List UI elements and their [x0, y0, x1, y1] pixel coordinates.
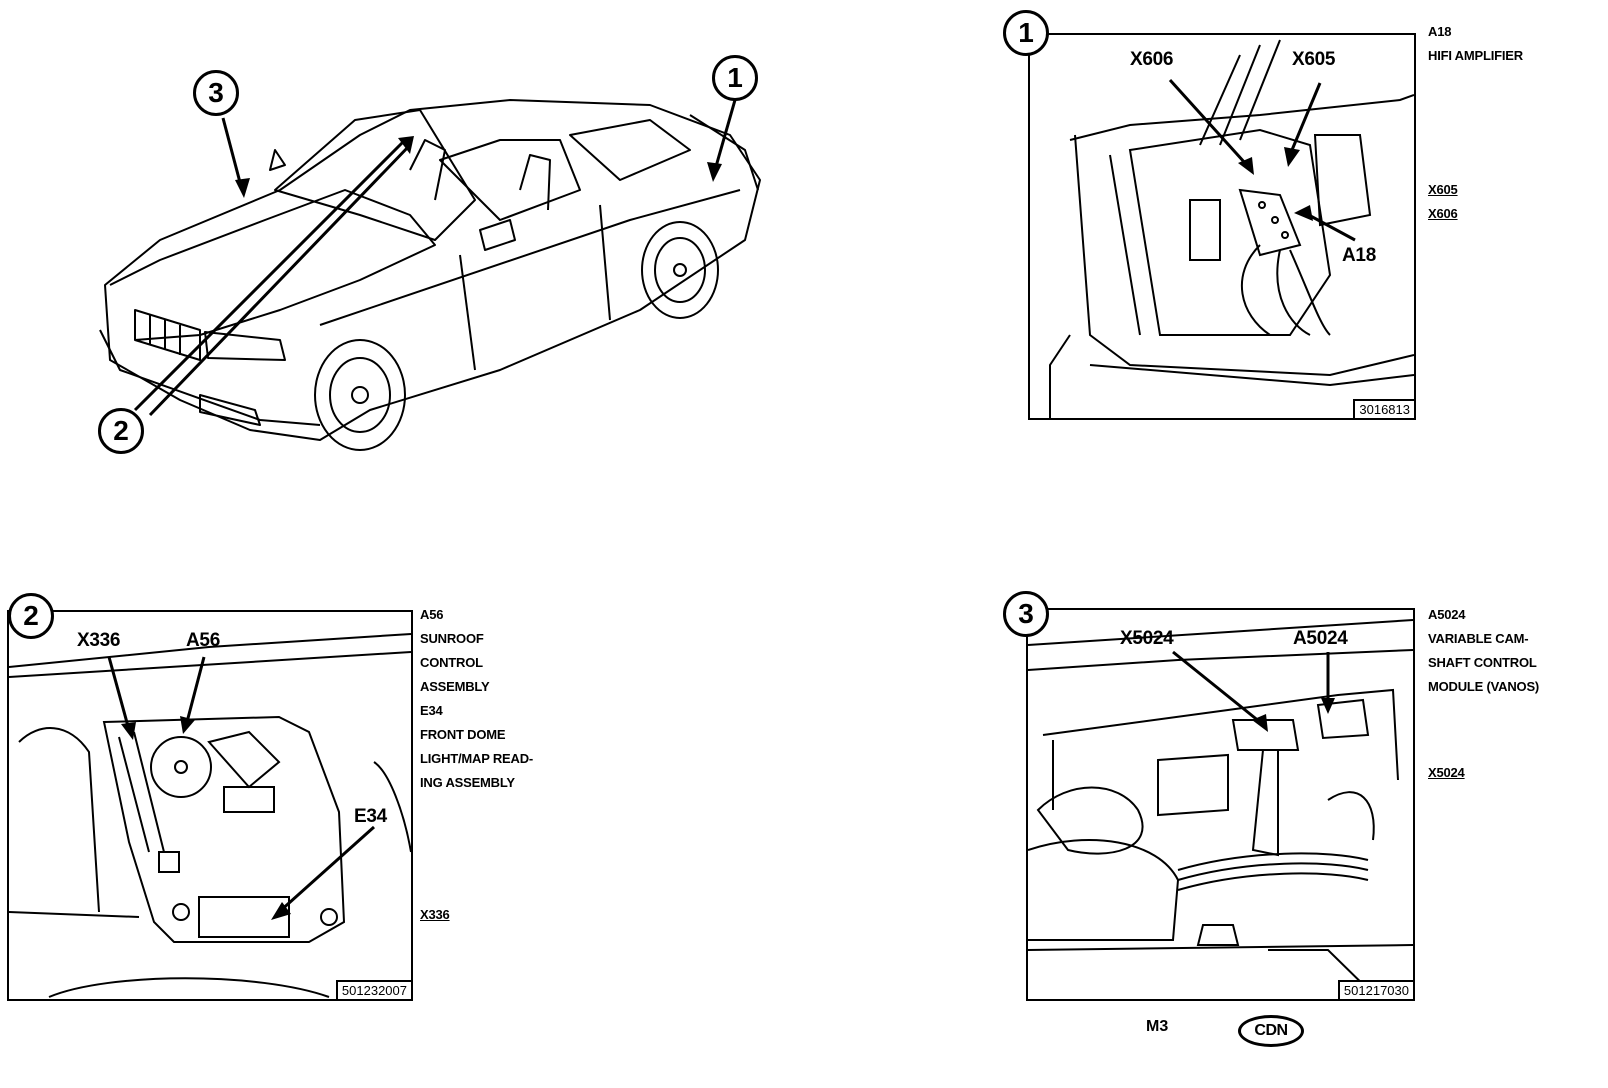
figure-number: 3016813 — [1353, 399, 1414, 418]
legend-ref-x5024: X5024 — [1428, 765, 1465, 780]
dome-light-illustration — [9, 633, 411, 998]
callout-a56: A56 — [186, 630, 220, 651]
callout-e34: E34 — [354, 806, 387, 827]
legend-desc-e34-line3: ING ASSEMBLY — [420, 775, 515, 790]
detail-panel-3: X5024 A5024 501217030 — [1026, 608, 1415, 1001]
detail-panel-2: X336 A56 E34 501232007 — [7, 610, 413, 1001]
overview-callout-3: 3 — [193, 70, 239, 116]
legend-desc-a18: HIFI AMPLIFIER — [1428, 48, 1523, 63]
footer-market-badge: CDN — [1238, 1015, 1304, 1047]
figure-number: 501232007 — [335, 980, 411, 999]
trunk-amplifier-illustration — [1049, 39, 1414, 418]
panel-3-badge: 3 — [1003, 591, 1049, 637]
overview-callout-2: 2 — [98, 408, 144, 454]
figure-number: 501217030 — [1337, 980, 1413, 999]
legend-desc-e34-line2: LIGHT/MAP READ- — [420, 751, 534, 766]
legend-desc-e34-line1: FRONT DOME — [420, 727, 506, 742]
panel-2-badge: 2 — [8, 593, 54, 639]
legend-code-a5024: A5024 — [1428, 607, 1466, 622]
vanos-module-illustration — [1028, 619, 1413, 999]
legend-ref-x336: X336 — [420, 907, 450, 922]
legend-desc-a56-line1: SUNROOF — [420, 631, 484, 646]
legend-ref-x606: X606 — [1428, 206, 1458, 221]
detail-panel-1: X606 X605 A18 3016813 — [1028, 33, 1416, 420]
callout-a18: A18 — [1342, 245, 1376, 266]
legend-code-e34: E34 — [420, 703, 443, 718]
legend-code-a56: A56 — [420, 607, 444, 622]
legend-desc-a56-line3: ASSEMBLY — [420, 679, 490, 694]
footer-model: M3 — [1146, 1018, 1169, 1035]
legend-code-a18: A18 — [1428, 24, 1452, 39]
legend-desc-a5024-line1: VARIABLE CAM- — [1428, 631, 1529, 646]
callout-a5024: A5024 — [1293, 628, 1348, 649]
callout-x606: X606 — [1130, 49, 1174, 70]
legend-desc-a5024-line3: MODULE (VANOS) — [1428, 679, 1540, 694]
callout-x605: X605 — [1292, 49, 1336, 70]
callout-x5024: X5024 — [1120, 628, 1174, 649]
legend-desc-a5024-line2: SHAFT CONTROL — [1428, 655, 1537, 670]
overview-callout-1: 1 — [712, 55, 758, 101]
panel-3-legend: A5024 VARIABLE CAM- SHAFT CONTROL MODULE… — [1428, 603, 1539, 785]
legend-desc-a56-line2: CONTROL — [420, 655, 483, 670]
legend-ref-x605: X605 — [1428, 182, 1458, 197]
callout-x336: X336 — [77, 630, 121, 651]
panel-2-legend: A56 SUNROOF CONTROL ASSEMBLY E34 FRONT D… — [420, 603, 533, 927]
panel-1-badge: 1 — [1003, 10, 1049, 56]
panel-1-legend: A18 HIFI AMPLIFIER X605 X606 — [1428, 20, 1523, 226]
car-overview-illustration — [99, 99, 761, 451]
